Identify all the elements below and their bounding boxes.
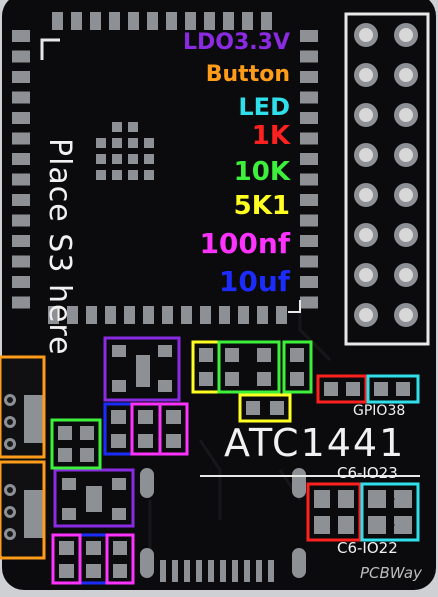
header-outline: [344, 12, 430, 346]
smd-pads: [58, 345, 412, 578]
100nf-highlight: [105, 533, 135, 585]
module-pads-left: [12, 30, 30, 309]
button-highlight: [0, 460, 46, 560]
1k-highlight: [316, 374, 368, 404]
led-polarity-marks: [388, 385, 396, 530]
10k-highlight: [50, 418, 102, 470]
module-pads-top: [52, 12, 272, 30]
legend-item: Button: [205, 62, 290, 87]
legend-item: LED: [238, 93, 290, 121]
legend-item: 10uf: [218, 265, 290, 298]
component-highlights: [0, 336, 420, 585]
pcb-board: [2, 0, 436, 590]
1k-highlight: [306, 482, 362, 542]
legend-item: 100nf: [199, 227, 290, 260]
button-highlight: [0, 355, 46, 459]
gpio-label: GPIO38: [353, 403, 406, 419]
legend-item: 10K: [233, 157, 290, 187]
legend-item: 1K: [251, 121, 290, 151]
led-highlight: [360, 482, 420, 542]
100nf-highlight: [158, 402, 189, 456]
legend-item: LDO3.3V: [183, 30, 290, 55]
header-pins: [354, 23, 418, 327]
place-s3-label: Place S3 here: [42, 138, 77, 356]
10k-highlight: [217, 340, 281, 394]
thermal-pad-grid: [96, 122, 154, 180]
module-corner-mark: [40, 38, 60, 60]
10k-highlight: [282, 340, 313, 394]
ldo-highlight: [103, 336, 181, 402]
c6-io23-label: C6-IO23: [337, 464, 398, 482]
5k1-highlight: [238, 393, 292, 423]
module-pads-right: [300, 30, 318, 309]
100nf-highlight: [51, 533, 82, 585]
watermark: PCBWay: [360, 564, 422, 582]
module-corner-mark: [288, 300, 301, 313]
c6-io22-label: C6-IO22: [337, 539, 398, 557]
chip-label: ATC1441: [224, 421, 406, 465]
led-highlight: [366, 374, 420, 404]
ldo-highlight: [53, 468, 135, 528]
legend-item: 5K1: [233, 191, 290, 221]
usb-footprint: [140, 468, 306, 582]
module-pads-bottom: [48, 306, 287, 324]
